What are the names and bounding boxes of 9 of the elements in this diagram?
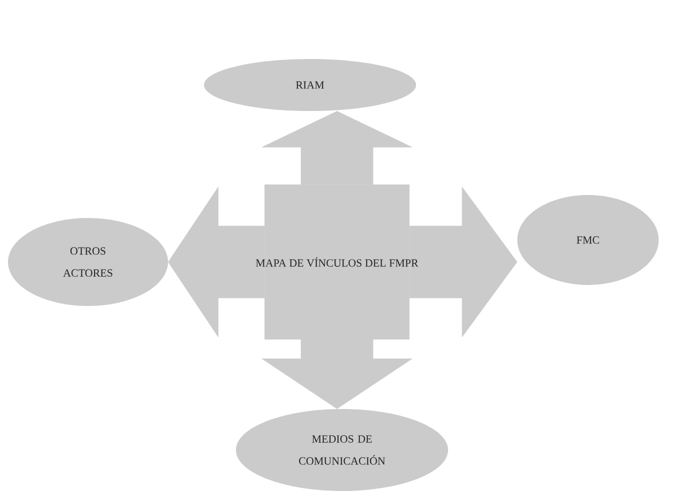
block-arrow [262, 110, 412, 184]
block-arrow [410, 186, 518, 338]
ellipse-node: RIAM [204, 59, 416, 111]
block-arrow [168, 186, 264, 338]
ellipse-node: MEDIOS DE COMUNICACIÓN [236, 408, 448, 491]
block-arrow [262, 339, 412, 409]
ellipse-node: FMC [517, 194, 659, 285]
hub-label: MAPA DE VÍNCULOS DEL FMPR [256, 257, 418, 267]
ellipse-node: OTROS ACTORES [8, 218, 168, 306]
